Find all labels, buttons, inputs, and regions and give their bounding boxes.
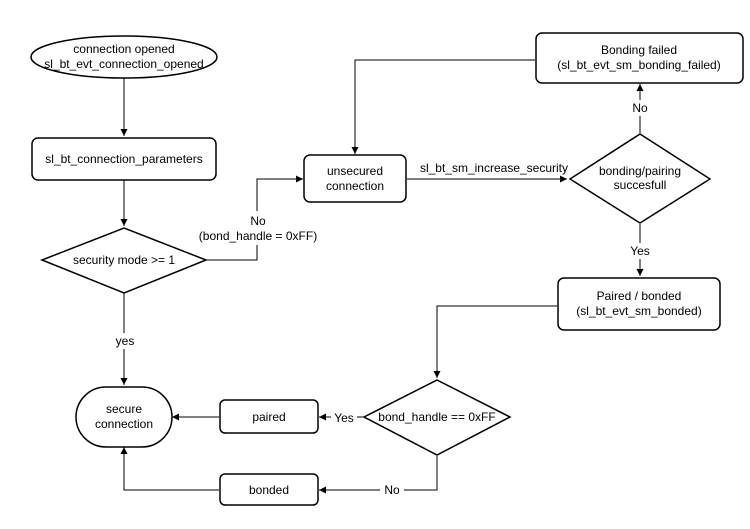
node-pairing-success: bonding/pairing succesfull <box>568 133 712 224</box>
node-bonded: bonded <box>219 473 319 506</box>
node-unsecured-connection-line2: connection <box>326 179 384 193</box>
node-pairing-success-line2: succesfull <box>614 178 667 192</box>
edge-label-increase-security: sl_bt_sm_increase_security <box>420 161 568 175</box>
node-paired-bonded: Paired / bonded (sl_bt_evt_sm_bonded) <box>557 277 721 331</box>
node-connection-parameters: sl_bt_connection_parameters <box>31 137 217 181</box>
node-unsecured-connection: unsecured connection <box>303 154 407 203</box>
node-bonding-failed-line1: Bonding failed <box>601 43 677 57</box>
edge-bonded-to-secure <box>120 447 219 491</box>
node-bond-handle-check-label: bond_handle == 0xFF <box>378 410 495 424</box>
node-pairing-success-line1: bonding/pairing <box>599 164 681 178</box>
edge-failed-to-unsecured <box>351 59 535 154</box>
node-connection-opened-line2: sl_bt_evt_connection_opened <box>44 57 203 71</box>
node-connection-parameters-label: sl_bt_connection_parameters <box>45 152 202 166</box>
node-connection-opened-line1: connection opened <box>73 42 174 56</box>
edge-check-no-to-bonded <box>319 456 438 494</box>
node-bonded-label: bonded <box>249 483 289 497</box>
edge-labels: No (bond_handle = 0xFF) yes sl_bt_sm_inc… <box>112 100 654 498</box>
node-secure-connection-line2: connection <box>95 417 153 431</box>
node-paired-bonded-line2: (sl_bt_evt_sm_bonded) <box>576 304 701 318</box>
node-bonding-failed: Bonding failed (sl_bt_evt_sm_bonding_fai… <box>535 32 744 84</box>
node-secure-connection: secure connection <box>75 386 173 448</box>
edge-label-yes-secure: yes <box>116 334 135 348</box>
node-security-mode: security mode >= 1 <box>39 227 209 294</box>
edge-label-no-bonded: No <box>384 483 400 497</box>
edge-label-yes-paired: Yes <box>334 411 354 425</box>
node-bonding-failed-line2: (sl_bt_evt_sm_bonding_failed) <box>557 58 720 72</box>
edge-label-yes-success: Yes <box>630 244 650 258</box>
edge-paired-bonded-to-check <box>433 305 557 378</box>
edge-label-bond-handle: (bond_handle = 0xFF) <box>199 229 317 243</box>
edge-label-no: No <box>250 214 266 228</box>
node-bond-handle-check: bond_handle == 0xFF <box>362 379 512 456</box>
node-paired-bonded-line1: Paired / bonded <box>597 289 682 303</box>
node-connection-opened: connection opened sl_bt_evt_connection_o… <box>30 35 218 79</box>
node-unsecured-connection-line1: unsecured <box>327 164 383 178</box>
node-paired: paired <box>219 399 319 434</box>
node-security-mode-label: security mode >= 1 <box>73 253 175 267</box>
node-secure-connection-line1: secure <box>106 402 142 416</box>
edge-label-no-failed: No <box>632 101 648 115</box>
edges <box>120 59 644 494</box>
node-paired-label: paired <box>252 410 285 424</box>
